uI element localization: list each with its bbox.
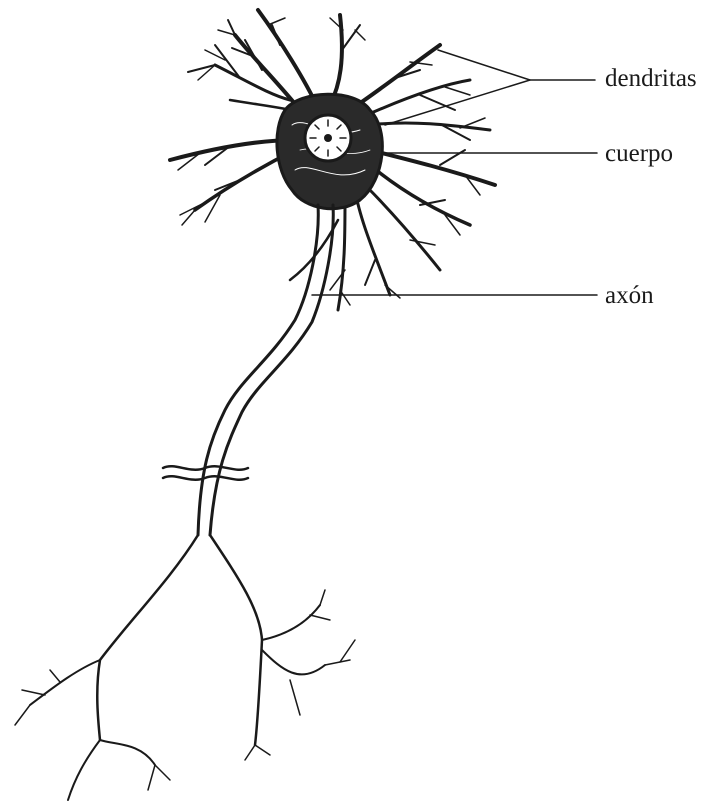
body-label: cuerpo (605, 141, 673, 166)
axon-label: axón (605, 283, 654, 308)
dendrites-label: dendritas (605, 66, 697, 91)
nucleus (305, 115, 351, 161)
axon (198, 205, 333, 535)
axon-break (163, 466, 248, 479)
axon-terminals (15, 535, 355, 800)
